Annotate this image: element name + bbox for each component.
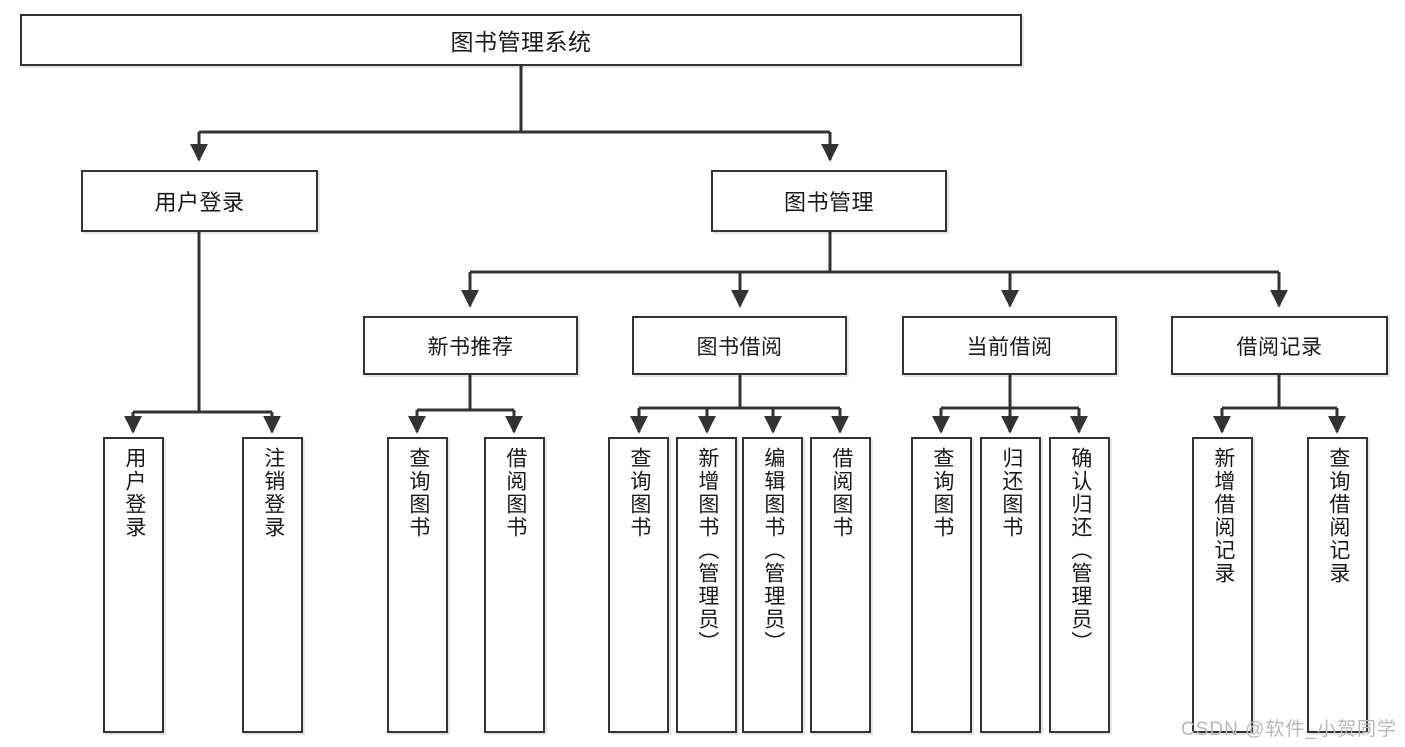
node-current-borrow[interactable]: 当前借阅: [902, 316, 1117, 375]
leaf-query-book-borrow[interactable]: 查询图书: [608, 437, 669, 733]
leaf-logout-login[interactable]: 注销登录: [242, 437, 303, 733]
node-book-management[interactable]: 图书管理: [711, 170, 947, 232]
watermark: CSDN @软件_小贺同学: [1181, 719, 1397, 740]
node-label: 查询图书: [406, 447, 430, 539]
node-label: 新增借阅记录: [1211, 447, 1235, 585]
node-label: 查询借阅记录: [1326, 447, 1350, 585]
node-root-book-management-system[interactable]: 图书管理系统: [20, 14, 1022, 66]
node-label: 新书推荐: [427, 335, 514, 359]
node-label: 查询图书: [627, 447, 651, 539]
node-label: 图书借阅: [696, 335, 783, 359]
leaf-confirm-return-admin[interactable]: 确认归还（管理员）: [1049, 437, 1110, 733]
node-label: 借阅记录: [1236, 335, 1323, 359]
node-new-book-recommend[interactable]: 新书推荐: [363, 316, 578, 375]
leaf-query-borrow-record[interactable]: 查询借阅记录: [1307, 437, 1368, 733]
node-label: 编辑图书（管理员）: [761, 447, 785, 654]
node-label: 用户登录: [122, 447, 146, 539]
node-label: 当前借阅: [966, 335, 1053, 359]
leaf-borrow-book[interactable]: 借阅图书: [810, 437, 871, 733]
node-label: 图书管理: [783, 190, 874, 215]
leaf-user-login[interactable]: 用户登录: [103, 437, 164, 733]
leaf-edit-book-admin[interactable]: 编辑图书（管理员）: [742, 437, 803, 733]
leaf-add-borrow-record[interactable]: 新增借阅记录: [1192, 437, 1253, 733]
node-label: 借阅图书: [503, 447, 527, 539]
node-label: 借阅图书: [829, 447, 853, 539]
leaf-return-book[interactable]: 归还图书: [980, 437, 1041, 733]
node-label: 图书管理系统: [450, 29, 592, 55]
leaf-borrow-book-recommend[interactable]: 借阅图书: [484, 437, 545, 733]
node-book-borrow[interactable]: 图书借阅: [632, 316, 847, 375]
node-label: 归还图书: [999, 447, 1023, 539]
leaf-query-book-current[interactable]: 查询图书: [911, 437, 972, 733]
node-borrow-record[interactable]: 借阅记录: [1171, 316, 1388, 375]
leaf-add-book-admin[interactable]: 新增图书（管理员）: [676, 437, 737, 733]
node-label: 注销登录: [261, 447, 285, 539]
node-user-login[interactable]: 用户登录: [81, 170, 318, 232]
node-label: 查询图书: [930, 447, 954, 539]
leaf-query-book-recommend[interactable]: 查询图书: [387, 437, 448, 733]
node-label: 确认归还（管理员）: [1068, 447, 1092, 654]
node-label: 新增图书（管理员）: [695, 447, 719, 654]
node-label: 用户登录: [154, 190, 245, 215]
